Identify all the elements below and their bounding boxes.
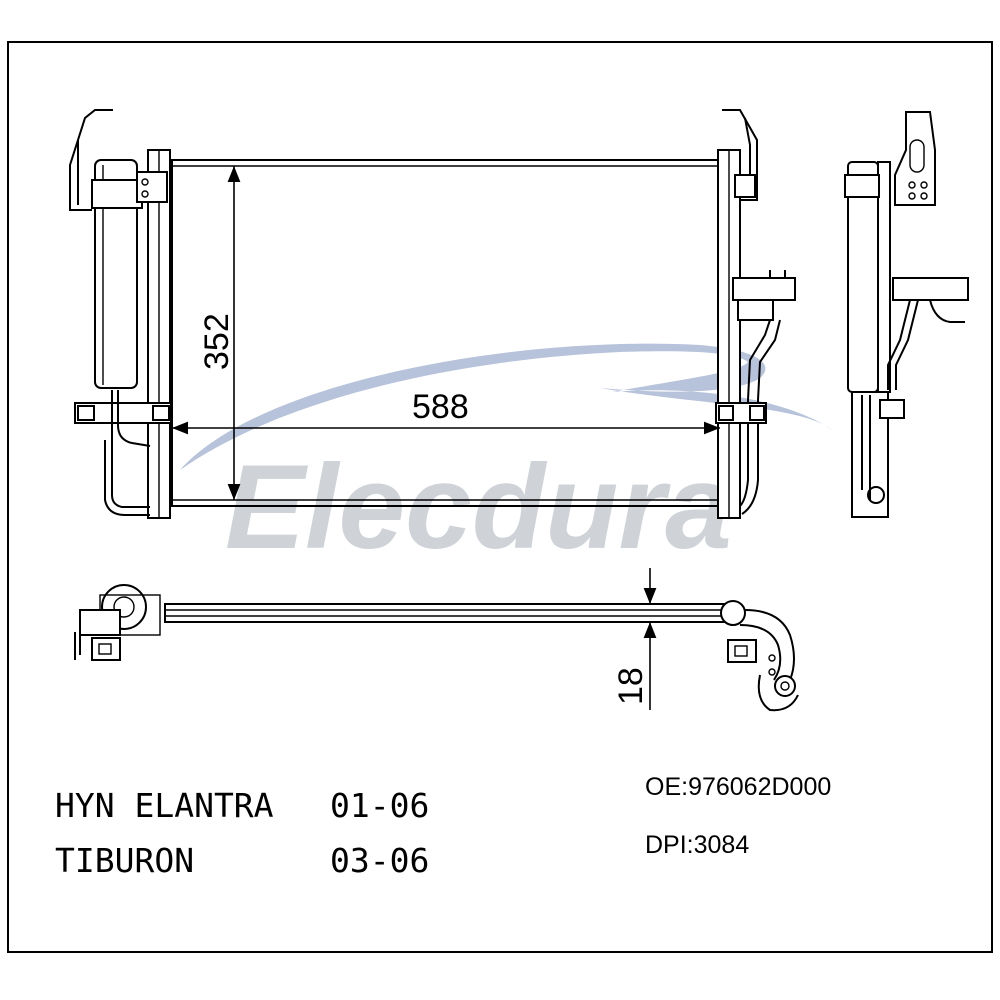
app-line1-years: 01-06	[330, 786, 429, 825]
side-fitting	[892, 277, 969, 301]
side-view	[844, 111, 969, 518]
oe-number: OE:976062D000	[645, 773, 831, 801]
top-view: 18	[74, 568, 799, 712]
top-view-right-pipe	[744, 609, 795, 691]
top-view-right-end	[720, 600, 746, 626]
right-fitting-upper	[732, 277, 796, 301]
front-view: 352 588	[69, 109, 796, 519]
left-lower-bracket	[74, 402, 172, 424]
right-top-bracket	[722, 109, 758, 201]
left-pipe	[117, 390, 151, 447]
app-line2-years: 03-06	[330, 841, 429, 880]
height-dimension-label: 352	[198, 313, 236, 370]
top-view-core	[164, 603, 736, 623]
page-border	[7, 41, 993, 953]
right-pipe	[739, 319, 771, 507]
dpi-number: DPI:3084	[645, 831, 749, 859]
thickness-dimension-label: 18	[612, 667, 650, 705]
app-line1-model: HYN ELANTRA	[55, 786, 274, 825]
receiver-drier	[94, 159, 138, 389]
top-view-left-bracket	[91, 637, 121, 661]
app-line2-model: TIBURON	[55, 841, 194, 880]
width-dimension-label: 588	[412, 388, 469, 426]
side-lower-fitting	[867, 486, 885, 504]
side-top-bracket	[894, 111, 936, 206]
top-view-right-bracket	[727, 639, 757, 663]
